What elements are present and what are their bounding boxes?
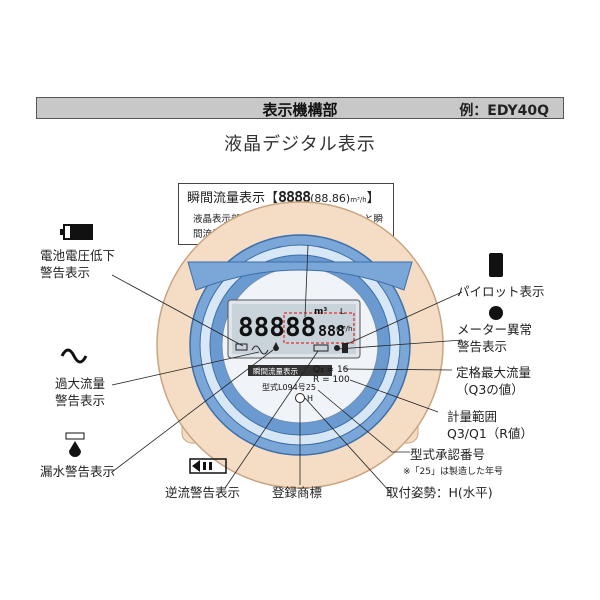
meter-q3: Q₃ = 16 (313, 365, 349, 375)
label-max-flow-line1: 定格最大流量 (456, 365, 532, 380)
callout-unit: m³/h (350, 196, 367, 204)
overflow-wave-icon (60, 348, 88, 364)
leader-lines (111, 244, 463, 493)
meter-error-dot-icon (489, 306, 503, 320)
meter-tag-label: 瞬間流量表示 (253, 366, 298, 376)
label-max-flow: 定格最大流量 （Q3の値） (456, 364, 531, 398)
callout-title-text: 瞬間流量表示【 (187, 191, 279, 206)
label-range-line2: Q3/Q1（R値） (447, 426, 533, 441)
label-max-flow-line2: （Q3の値） (456, 382, 524, 397)
subtitle: 液晶デジタル表示 (224, 134, 376, 155)
lcd-small-digits: 888 (318, 322, 345, 340)
label-pilot: パイロット表示 (457, 284, 545, 299)
meter-body (156, 201, 444, 489)
label-overflow-line2: 警告表示 (55, 393, 106, 408)
header-example: 例：EDY40Q (459, 103, 549, 119)
callout-title: 瞬間流量表示【8888(88.86)m³/h】 (187, 187, 380, 206)
lcd-m3: m³ (314, 307, 327, 317)
label-battery-line1: 電池電圧低下 (40, 248, 116, 263)
label-approval: 型式承認番号 (410, 447, 486, 462)
label-battery-line2: 警告表示 (40, 265, 91, 280)
reverse-flow-icon (189, 458, 227, 474)
label-range: 計量範囲 Q3/Q1（R値） (447, 408, 533, 442)
label-reverse: 逆流警告表示 (165, 485, 241, 500)
label-range-line1: 計量範囲 (447, 409, 498, 424)
lcd-unit: m³/h (336, 325, 352, 333)
label-trademark: 登録商標 (272, 485, 323, 500)
callout-sample: (88.86) (310, 192, 351, 205)
label-meter-error-line1: メーター異常 (457, 322, 533, 337)
label-battery: 電池電圧低下 警告表示 (40, 247, 115, 281)
meter-r: R = 100 (313, 375, 350, 385)
meter-h: H (307, 394, 313, 403)
label-overflow: 過大流量 警告表示 (55, 375, 105, 409)
leak-drop-icon (65, 432, 85, 457)
label-meter-error-line2: 警告表示 (457, 339, 508, 354)
meter-model: 型式L094号25 (262, 382, 316, 392)
callout-close: 】 (366, 191, 380, 206)
label-overflow-line1: 過大流量 (55, 376, 106, 391)
battery-icon (60, 224, 93, 240)
label-meter-error: メーター異常 警告表示 (457, 321, 532, 355)
pilot-icon (489, 253, 503, 277)
label-leak: 漏水警告表示 (40, 464, 116, 479)
header-title: 表示機構部 (262, 101, 338, 119)
lcd-l: L (340, 307, 345, 316)
label-mounting: 取付姿勢：H(水平) (386, 485, 493, 500)
section-header: 表示機構部 例：EDY40Q (36, 97, 564, 119)
label-approval-note: ※「25」は製造した年号 (403, 467, 503, 477)
lcd-main-digits: 88888 (238, 313, 316, 343)
